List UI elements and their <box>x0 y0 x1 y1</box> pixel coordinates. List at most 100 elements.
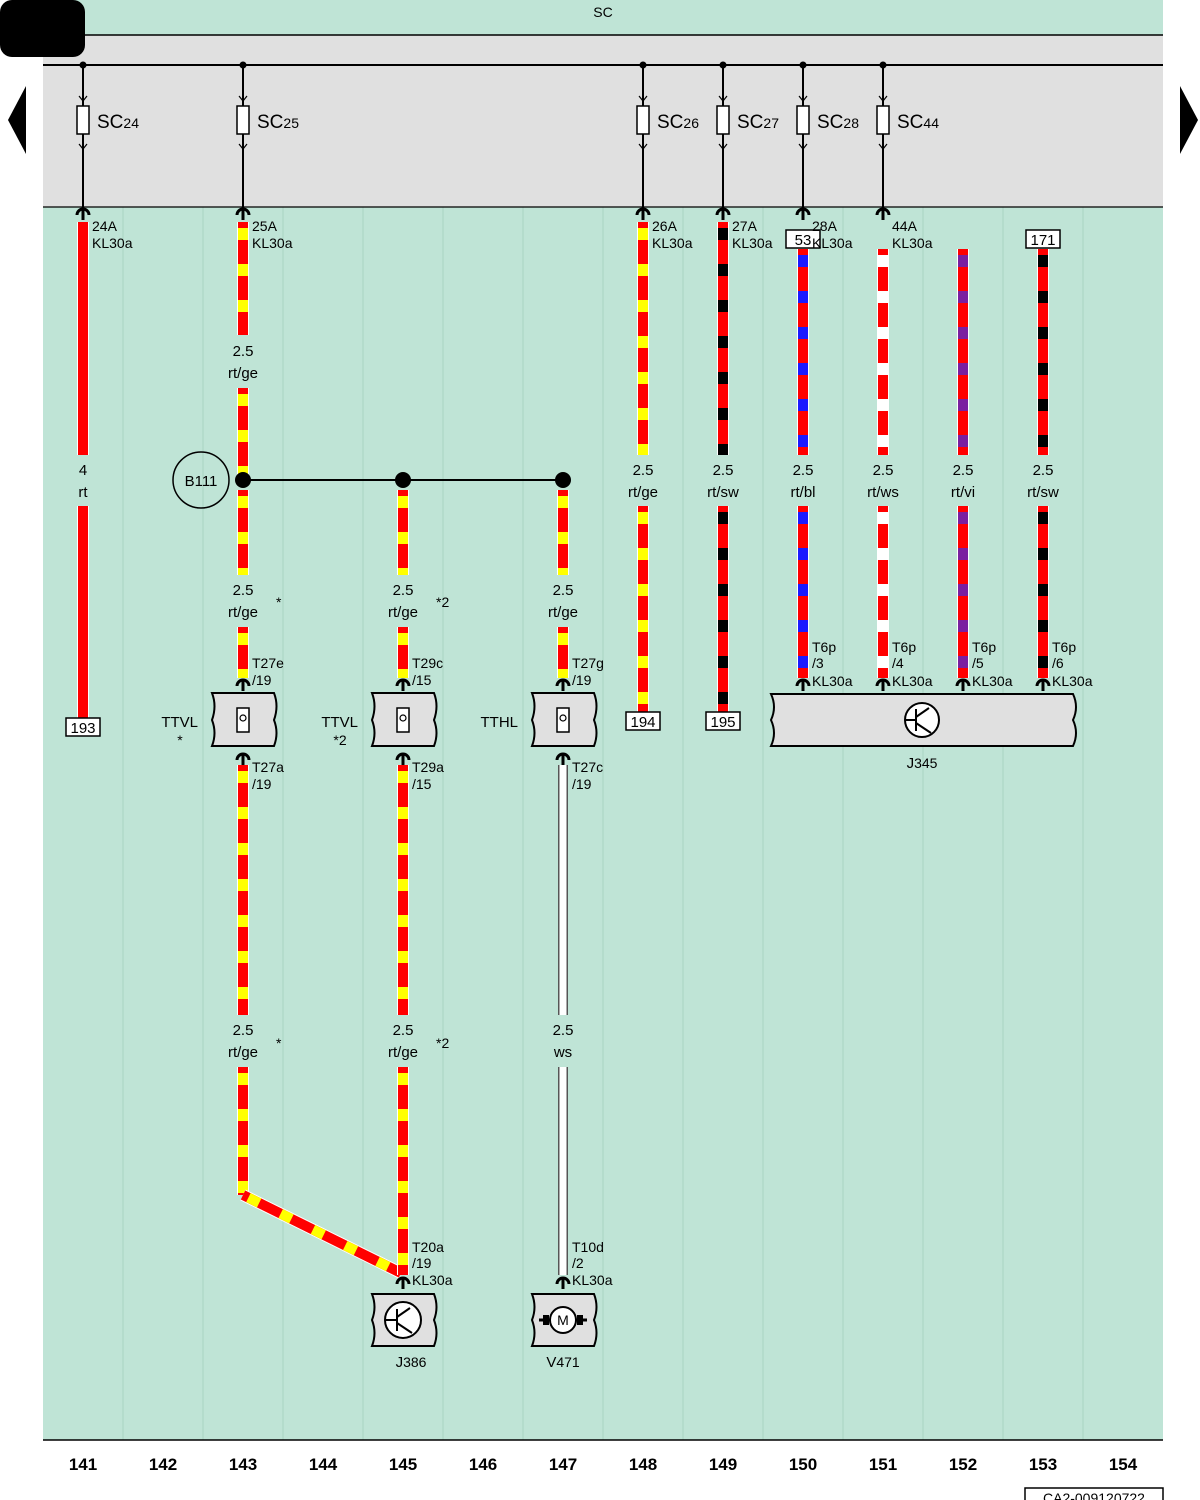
j345-pin-3-conn: T6p <box>1052 639 1076 655</box>
fuse-clip <box>798 143 808 150</box>
j345-pin-1-num: /4 <box>892 655 904 671</box>
wire-j345-2-size: 2.5 <box>953 462 974 479</box>
branch-2-wire-a-color: rt/ge <box>548 604 578 621</box>
column-number-149: 149 <box>709 1455 737 1474</box>
branch-1-name-note: *2 <box>333 732 346 748</box>
branch-0-name-note: * <box>177 732 183 748</box>
fuse-SC26-kl: KL30a <box>652 235 693 251</box>
branch-1-contact-pin-icon <box>399 714 407 722</box>
j345-pin-2 <box>955 678 971 687</box>
fuse-SC26-term: 26A <box>652 218 678 234</box>
branch-1-conn-in-id: T29c <box>412 655 443 671</box>
branch-2-conn-in-id: T27g <box>572 655 604 671</box>
fuse-SC28-kl: KL30a <box>812 235 853 251</box>
branch-2-contact-icon <box>556 707 570 733</box>
branch-0-note: * <box>276 594 282 610</box>
splice-junction-dot <box>395 472 411 488</box>
j345-pin-1 <box>875 678 891 687</box>
fuse-SC25-label: SC25 <box>257 112 299 133</box>
branch-0-name: TTVL <box>161 714 198 731</box>
branch-1-conn-in-pin: /15 <box>412 672 432 688</box>
v471-pin-kl: KL30a <box>572 1272 613 1288</box>
wire-sc25-size: 2.5 <box>233 343 254 360</box>
branch-0-wire-c-color: rt/ge <box>228 1044 258 1061</box>
fuse-body-icon <box>236 105 250 135</box>
branch-0-contact-pin-icon <box>239 714 247 722</box>
column-number-150: 150 <box>789 1455 817 1474</box>
fuse-clip <box>78 95 88 102</box>
fuse-clip <box>78 143 88 150</box>
branch-2-conn-in <box>555 678 571 687</box>
transistor-icon-collector <box>915 707 930 718</box>
splice-junction-dot <box>235 472 251 488</box>
column-gridlines <box>122 207 1084 1440</box>
column-number-143: 143 <box>229 1455 257 1474</box>
branch-2-name: TTHL <box>481 714 519 731</box>
j386-pin-conn: T20a <box>412 1239 444 1255</box>
splice-b111-circle <box>172 451 230 509</box>
branch-2-wire-c-color: ws <box>553 1044 572 1061</box>
branch-1-name: TTVL <box>321 714 358 731</box>
branch-1-wire-c-size: 2.5 <box>393 1022 414 1039</box>
wire-SC26-size: 2.5 <box>633 462 654 479</box>
branch-0-conn-out-id: T27a <box>252 759 284 775</box>
branch-0-wire-a-size: 2.5 <box>233 582 254 599</box>
branch-1-conn-in <box>395 678 411 687</box>
branch-1-wire-c-color: rt/ge <box>388 1044 418 1061</box>
document-id: CA2-009120722 <box>1043 1490 1145 1500</box>
v471-pin-num: /2 <box>572 1255 584 1271</box>
ref-171-box <box>1025 229 1061 249</box>
column-number-142: 142 <box>149 1455 177 1474</box>
j345-pin-2-kl: KL30a <box>972 673 1013 689</box>
ref-171: 171 <box>1030 232 1055 249</box>
fuse-clip <box>718 95 728 102</box>
column-number-152: 152 <box>949 1455 977 1474</box>
branch-0-conn-in-id: T27e <box>252 655 284 671</box>
fuse-SC24-label: SC24 <box>97 112 139 133</box>
j345-pin-0-conn: T6p <box>812 639 836 655</box>
wire-j345-3-color: rt/sw <box>1027 484 1059 501</box>
column-number-145: 145 <box>389 1455 417 1474</box>
branch-1-conn-out-id: T29a <box>412 759 444 775</box>
j345-pin-3 <box>1035 678 1051 687</box>
branch-1-conn-out <box>395 752 411 761</box>
branch-0-wire-a-color: rt/ge <box>228 604 258 621</box>
fuse-body-icon <box>636 105 650 135</box>
column-number-151: 151 <box>869 1455 897 1474</box>
ref-195: 195 <box>710 714 735 731</box>
fuse-SC27-kl: KL30a <box>732 235 773 251</box>
j386-transistor-emitter <box>396 1322 413 1334</box>
fuse-SC44-terminal <box>875 207 891 216</box>
j386-pin-kl: KL30a <box>412 1272 453 1288</box>
wire-sc24-color: rt <box>78 484 88 501</box>
j345-pin-1-kl: KL30a <box>892 673 933 689</box>
j345-pin-0-kl: KL30a <box>812 673 853 689</box>
branch-2-wire-a-size: 2.5 <box>553 582 574 599</box>
fuse-clip <box>638 143 648 150</box>
branch-0-wire-diagonal-stripe <box>240 1190 404 1278</box>
page-tab <box>0 0 85 57</box>
branch-2-conn-in-pin: /19 <box>572 672 592 688</box>
ref-193-box <box>65 717 101 737</box>
column-number-141: 141 <box>69 1455 97 1474</box>
wire-SC26-color: rt/ge <box>628 484 658 501</box>
previous-page-arrow-icon[interactable] <box>8 86 26 154</box>
j345-pin-1-conn: T6p <box>892 639 916 655</box>
v471-pin <box>555 1276 571 1285</box>
fuse-body-icon <box>76 105 90 135</box>
next-page-arrow-icon[interactable] <box>1180 86 1198 154</box>
ref-194: 194 <box>630 714 655 731</box>
branch-1-conn-out-pin: /15 <box>412 776 432 792</box>
column-number-154: 154 <box>1109 1455 1138 1474</box>
fuse-clip <box>718 143 728 150</box>
document-id-box <box>1024 1487 1164 1500</box>
fuse-panel-band <box>43 35 1163 207</box>
branch-2-contact-pin-icon <box>559 714 567 722</box>
j345-label: J345 <box>907 755 938 772</box>
column-number-144: 144 <box>309 1455 338 1474</box>
fuse-clip <box>878 95 888 102</box>
column-number-147: 147 <box>549 1455 577 1474</box>
fuse-SC27-term: 27A <box>732 218 758 234</box>
